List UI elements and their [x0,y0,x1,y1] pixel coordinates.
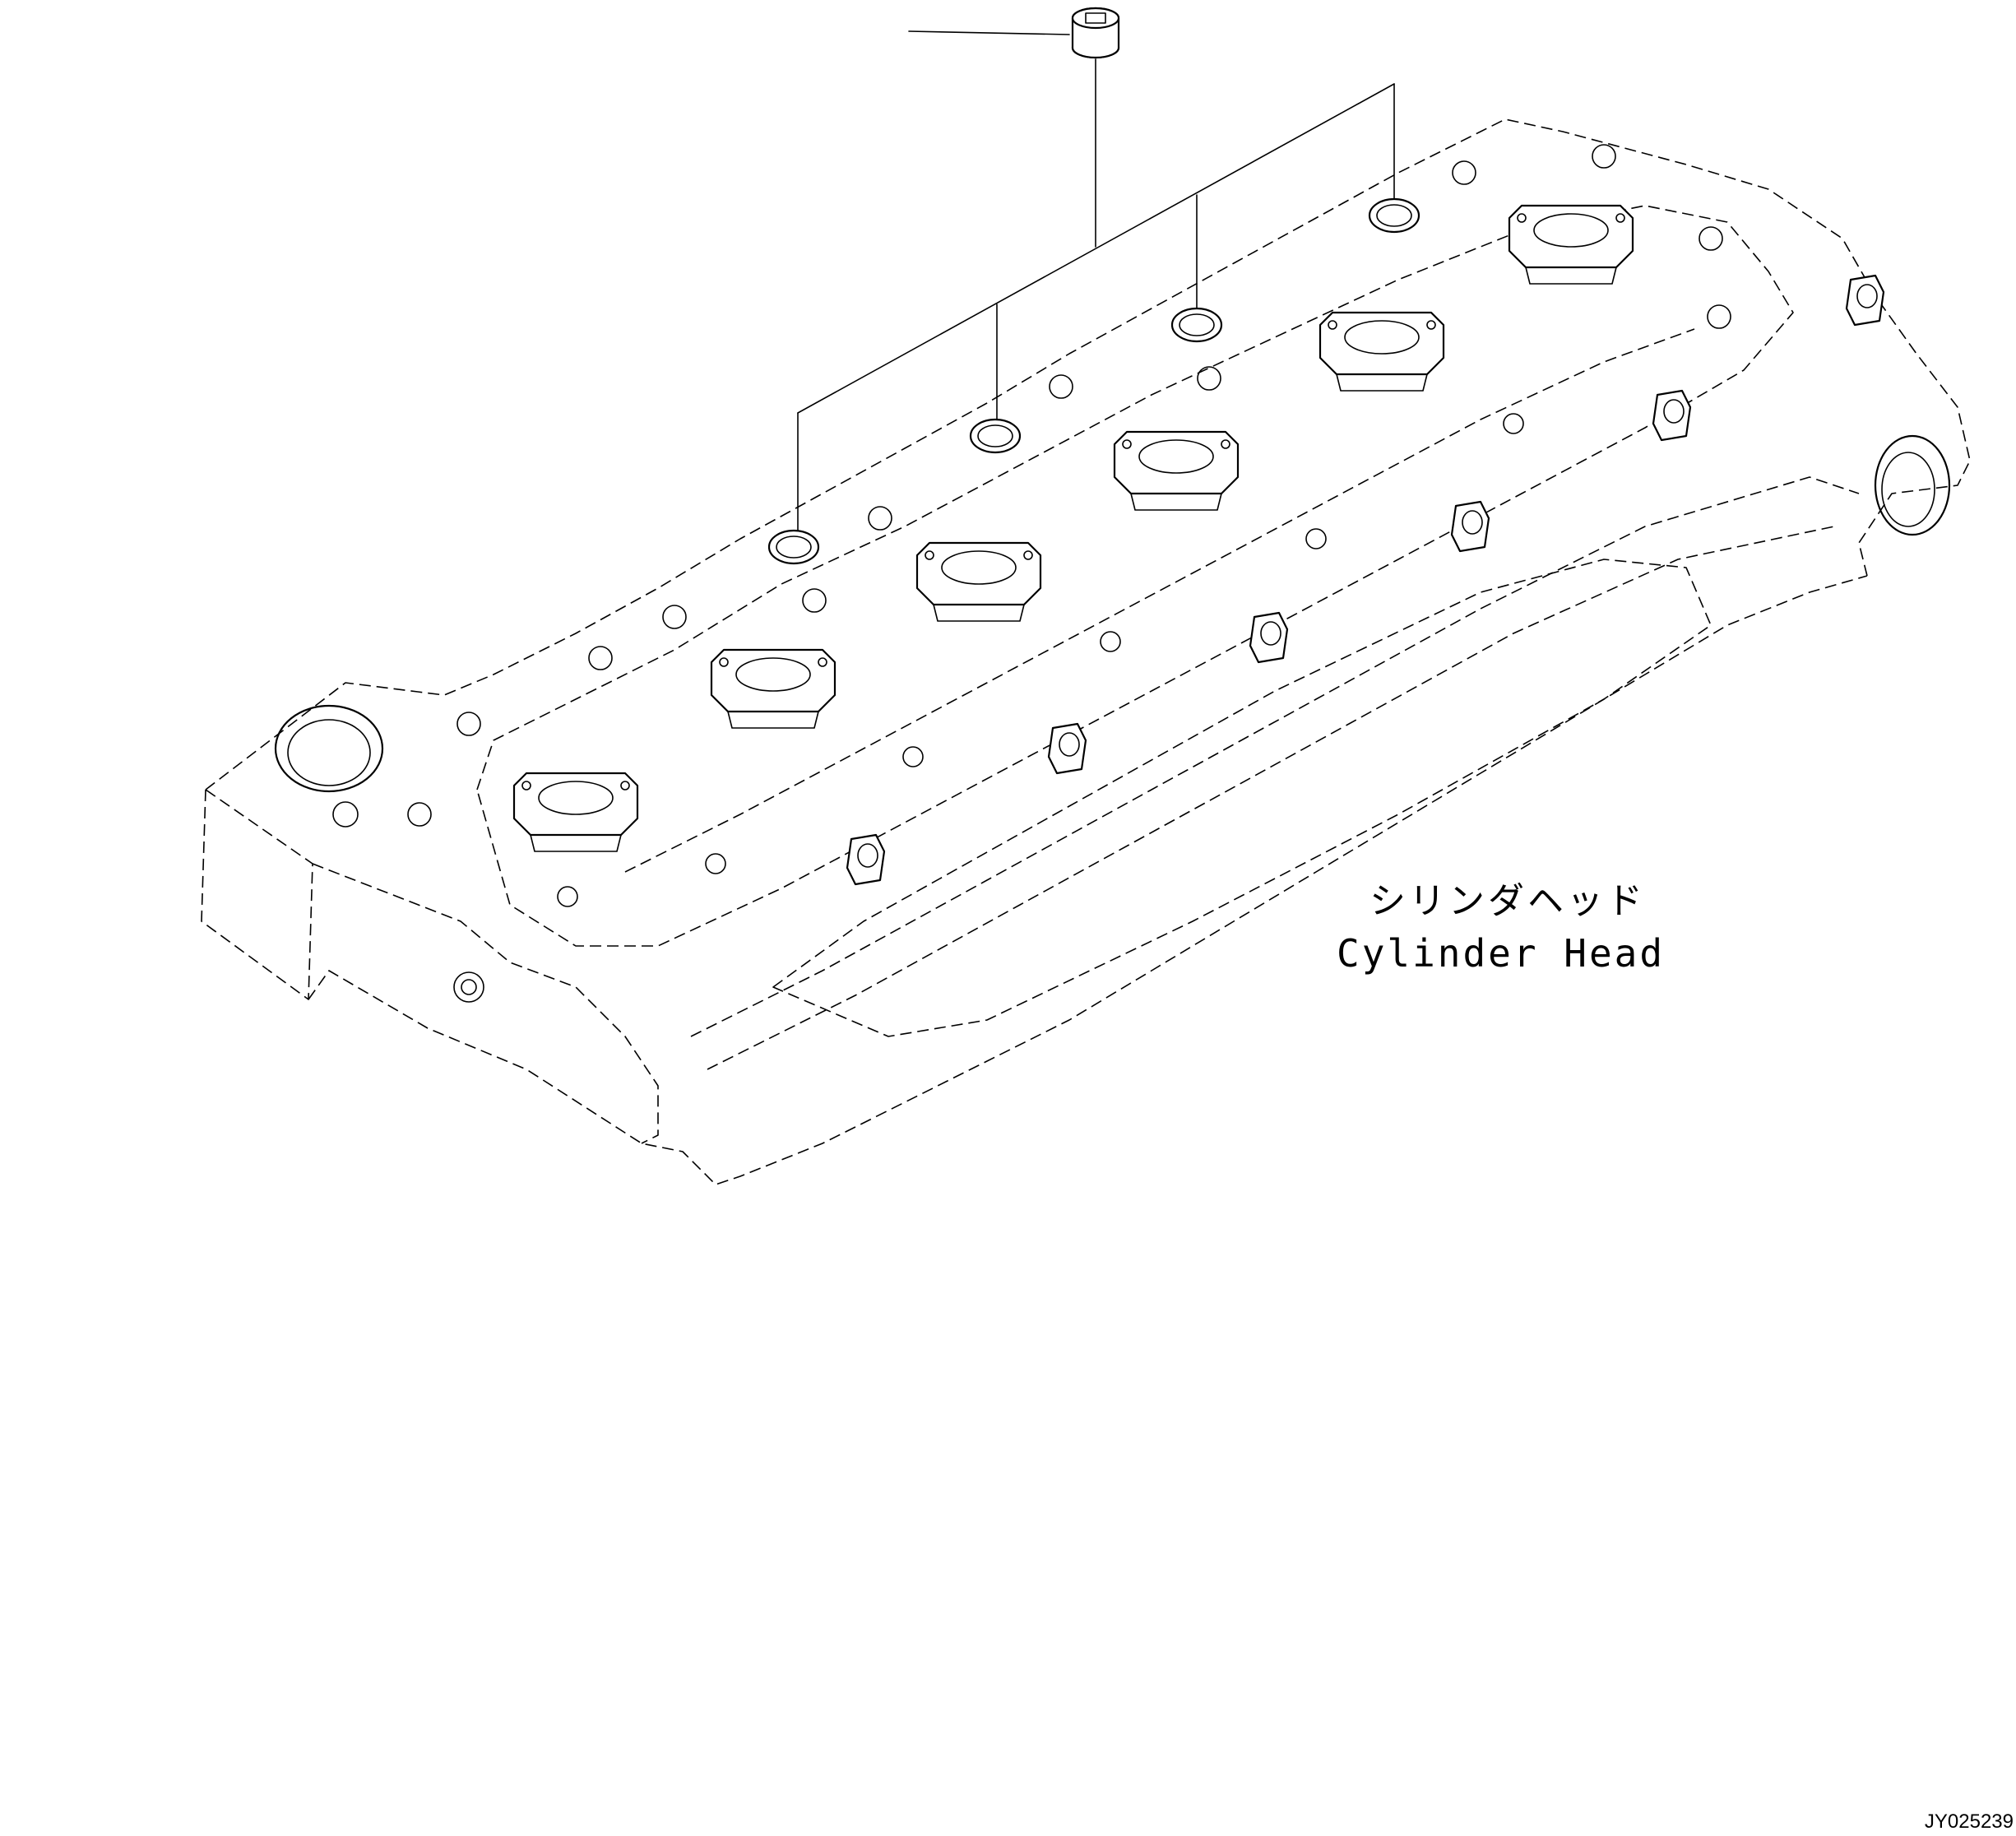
head-left-face [201,789,313,1000]
side-bolt-1 [846,833,886,886]
plug-part [1071,7,1120,59]
rocker-bridges [512,204,1634,852]
rocker-bridge-2 [710,648,837,729]
valve-area-boundary [476,205,1794,947]
side-bolts [846,274,1885,886]
plug-seat-3 [1170,307,1223,343]
leader-tag-line [908,30,1070,35]
rear-end-port [1874,434,1951,536]
head-bottom-window [772,559,1712,1037]
valve-area-boundary-inner [624,328,1695,873]
side-bolt-2 [1047,722,1087,775]
end-ports [274,434,1951,1003]
leader-branch [797,83,1395,414]
rocker-bridge-3 [915,541,1042,622]
rocker-bridge-6 [1508,204,1634,285]
part-label-jp: シリンダヘッド [1369,880,1646,922]
side-bolt-3 [1249,611,1289,664]
left-face-hole [453,971,484,1003]
plug-seat-1 [767,529,820,565]
bolt-holes [332,144,1731,907]
rocker-bridge-5 [1319,311,1445,392]
plug-seats [767,197,1420,565]
part-label-en: Cylinder Head [1337,931,1665,976]
side-bolt-6 [1845,274,1885,327]
head-top-outline [205,118,1971,790]
cylinder-head-body [201,118,1971,1185]
plug-seat-2 [969,418,1022,454]
rocker-bridge-4 [1113,430,1240,511]
plug-seat-4 [1368,197,1420,234]
front-end-port [274,704,384,793]
rocker-bridge-1 [512,772,639,852]
side-bolt-5 [1652,389,1692,442]
side-bolt-4 [1450,500,1490,553]
head-side-rail [690,476,1860,1037]
head-left-face-inner [312,863,659,1144]
leader-lines [797,30,1395,531]
drawing-reference: JY025239 [1925,1810,2014,1833]
head-side-rail-lower [707,526,1835,1070]
